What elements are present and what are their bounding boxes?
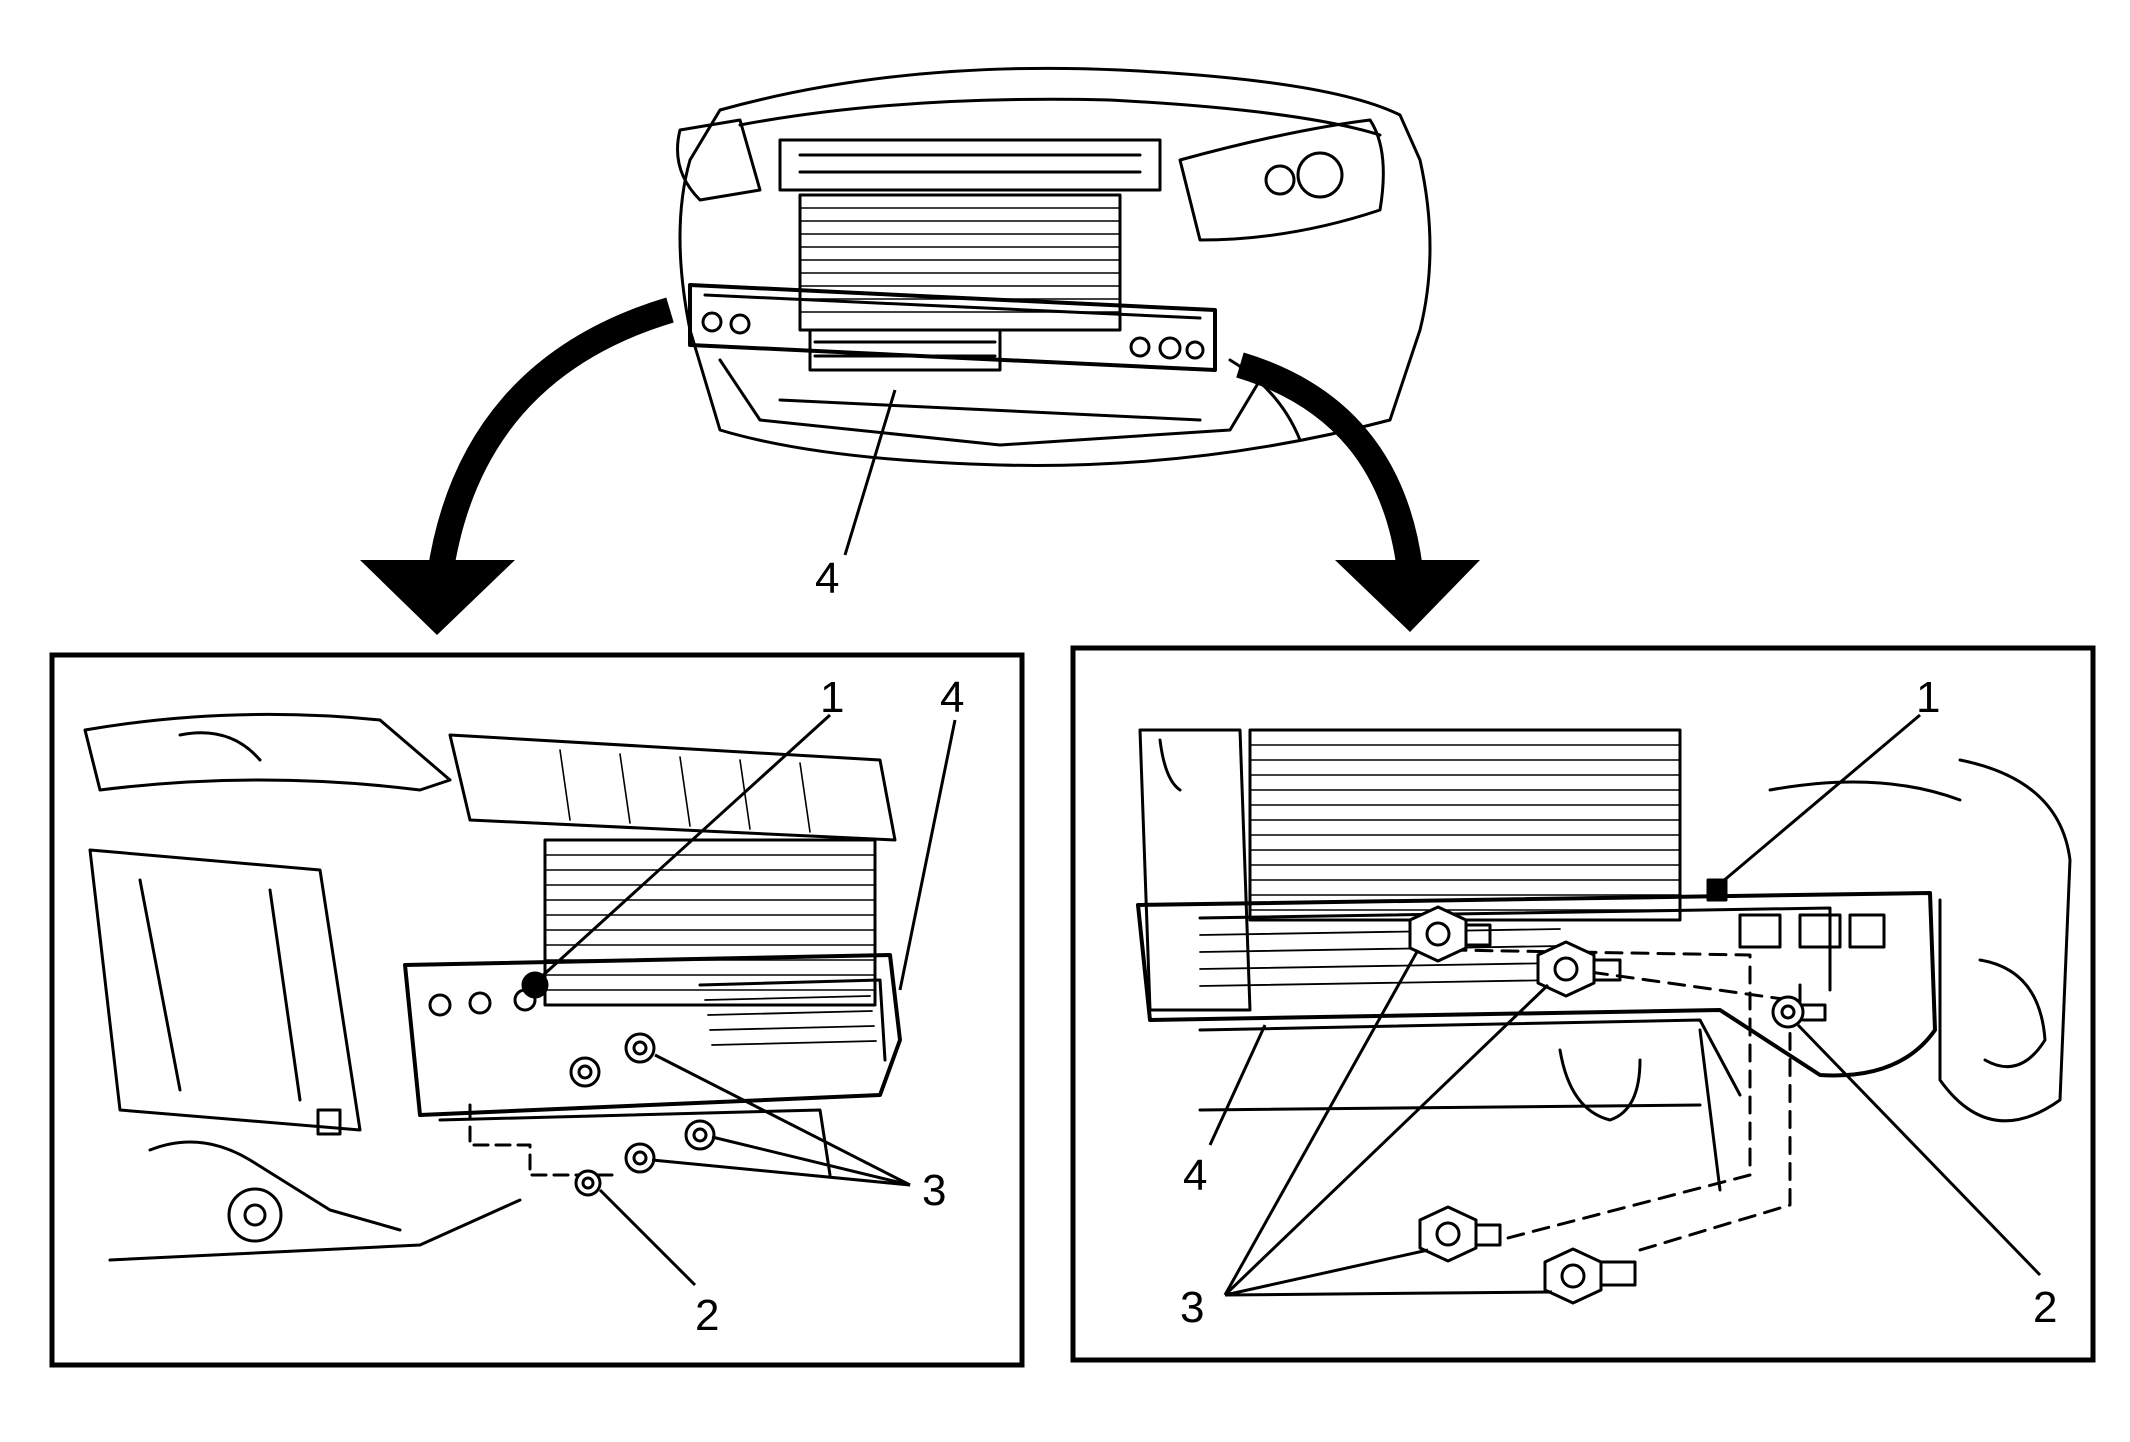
left-bolt-3d-icon: [624, 1142, 656, 1174]
right-callout-3: 3: [1180, 1283, 1204, 1332]
right-leader-lines: [1208, 713, 2042, 1297]
right-callout-2: 2: [2033, 1283, 2057, 1332]
left-callout-2: 2: [695, 1291, 719, 1340]
vehicle-front-overview: [676, 66, 1432, 467]
left-bolt-3c-icon: [684, 1119, 716, 1151]
right-callout-4: 4: [1183, 1151, 1207, 1200]
right-callout-1: 1: [1916, 673, 1940, 722]
curved-arrow-left-icon: [360, 297, 674, 635]
left-detail-panel: 1 4 3 2: [49, 652, 1025, 1368]
leader-line-top-4: [843, 389, 897, 556]
right-detail-panel: 1 4 3 2: [1070, 645, 2096, 1363]
left-detail-illustration: [83, 712, 902, 1262]
callout-top-4: 4: [815, 554, 839, 603]
right-bolt-3c-icon: [1418, 1205, 1502, 1263]
right-bolt-3d-icon: [1543, 1247, 1637, 1305]
right-detail-illustration: [1136, 728, 2072, 1305]
left-callout-1: 1: [820, 673, 844, 722]
curved-arrow-right-icon: [1236, 352, 1480, 632]
left-callout-4: 4: [940, 673, 964, 722]
right-bolt-3a-icon: [1408, 905, 1492, 963]
left-callout-3: 3: [922, 1166, 946, 1215]
left-bolt-2-icon: [574, 1169, 602, 1197]
left-bolt-3b-icon: [624, 1032, 656, 1064]
left-bolt-3a-icon: [569, 1056, 601, 1088]
left-leader-lines: [538, 713, 957, 1287]
right-bolt-3b-icon: [1536, 940, 1622, 998]
right-bolt-2-icon: [1771, 995, 1827, 1029]
